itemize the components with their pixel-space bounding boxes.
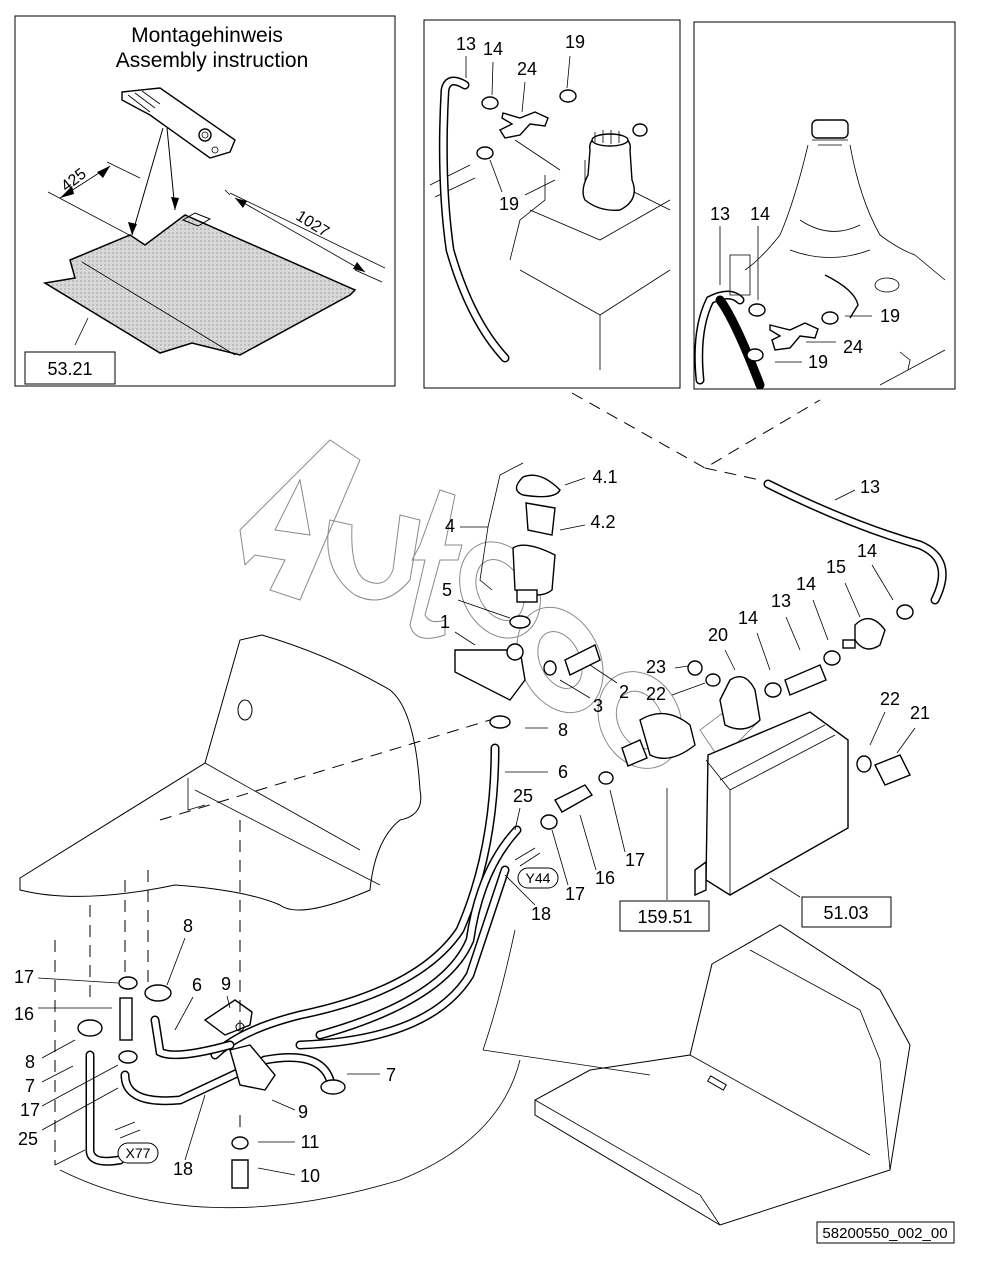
dimension-1027: 1027 — [293, 208, 332, 241]
drawing-code-box: 58200550_002_00 — [816, 1221, 955, 1244]
inset-assembly-instruction: Montagehinweis Assembly instruction 425 … — [14, 15, 396, 387]
callout-25-upper: 25 — [513, 786, 533, 806]
cutter-knife-icon — [121, 87, 236, 159]
callout-5: 5 — [442, 580, 452, 600]
callout-2: 2 — [619, 682, 629, 702]
floor-mat — [42, 214, 357, 356]
callout-13: 13 — [710, 204, 730, 224]
callout-8-upper: 8 — [558, 720, 568, 740]
reference-51-03: 51.03 — [823, 903, 868, 923]
callout-14: 14 — [483, 39, 503, 59]
callout-16-upper: 16 — [595, 868, 615, 888]
callout-18-lower: 18 — [173, 1159, 193, 1179]
callout-13: 13 — [456, 34, 476, 54]
callout-14: 14 — [750, 204, 770, 224]
callout-3: 3 — [593, 696, 603, 716]
cab-floor-panel — [482, 924, 911, 1226]
callout-11: 11 — [301, 1132, 320, 1152]
reference-box-51-03: 51.03 — [769, 877, 892, 928]
callout-22-right: 22 — [880, 689, 900, 709]
callout-10: 10 — [300, 1166, 320, 1186]
reference-159-51: 159.51 — [637, 907, 692, 927]
callout-8-left: 8 — [25, 1052, 35, 1072]
reference-box-53-21 — [24, 351, 116, 385]
callout-19-upper: 19 — [880, 306, 900, 326]
callout-24: 24 — [843, 337, 863, 357]
callout-17-left: 17 — [20, 1100, 40, 1120]
hose-bundle — [54, 743, 522, 1209]
fuel-line-assembly — [540, 479, 947, 897]
callout-4-2: 4.2 — [590, 512, 615, 532]
drawing-code: 58200550_002_00 — [822, 1225, 947, 1242]
connector-label-x77: X77 — [126, 1145, 151, 1161]
connector-y44: Y44 — [514, 847, 559, 889]
callout-17-right: 17 — [625, 850, 645, 870]
dimension-425: 425 — [58, 165, 90, 195]
callout-4-1: 4.1 — [592, 467, 617, 487]
callout-7-right: 7 — [386, 1065, 396, 1085]
callout-7-left: 7 — [25, 1076, 35, 1096]
callout-25-left: 25 — [18, 1129, 38, 1149]
callout-17-mid: 17 — [565, 884, 585, 904]
main-callouts: 13 14 15 14 13 14 20 23 22 22 21 4 4.1 4… — [14, 462, 930, 1186]
reference-box-159-51: 159.51 — [619, 788, 710, 932]
callout-19-top: 19 — [565, 32, 585, 52]
callout-15: 15 — [826, 557, 846, 577]
callout-9-upper: 9 — [221, 974, 231, 994]
callout-18-upper: 18 — [531, 904, 551, 924]
callout-22-left: 22 — [646, 684, 666, 704]
inset-title-de: Montagehinweis — [131, 24, 283, 47]
inset-tank-left: 13 14 24 19 19 — [423, 19, 681, 389]
inset-tank-right: 13 14 19 24 19 — [693, 21, 956, 390]
callout-14-left: 14 — [738, 608, 758, 628]
callout-6-left: 6 — [192, 975, 202, 995]
callout-8-top: 8 — [183, 916, 193, 936]
callout-19-lower: 19 — [808, 352, 828, 372]
callout-9-lower: 9 — [298, 1102, 308, 1122]
callout-14-mid: 14 — [796, 574, 816, 594]
connector-x77: X77 — [114, 1121, 159, 1164]
connector-label-y44: Y44 — [526, 870, 551, 886]
callout-16-left: 16 — [14, 1004, 34, 1024]
reference-53-21: 53.21 — [47, 359, 92, 379]
callout-14-right: 14 — [857, 541, 877, 561]
seat-panel — [19, 634, 491, 911]
callout-23: 23 — [646, 657, 666, 677]
callout-24: 24 — [517, 59, 537, 79]
callout-17-top: 17 — [14, 967, 34, 987]
callout-13-mid: 13 — [771, 591, 791, 611]
callout-4: 4 — [445, 516, 455, 536]
callout-13-upper: 13 — [860, 477, 880, 497]
callout-21: 21 — [910, 703, 930, 723]
callout-20: 20 — [708, 625, 728, 645]
breather-filter-assembly — [454, 474, 601, 729]
dashed-leader — [571, 392, 821, 481]
callout-19-bottom: 19 — [499, 194, 519, 214]
callout-1: 1 — [440, 612, 450, 632]
inset-title-en: Assembly instruction — [116, 49, 309, 72]
callout-6-upper: 6 — [558, 762, 568, 782]
